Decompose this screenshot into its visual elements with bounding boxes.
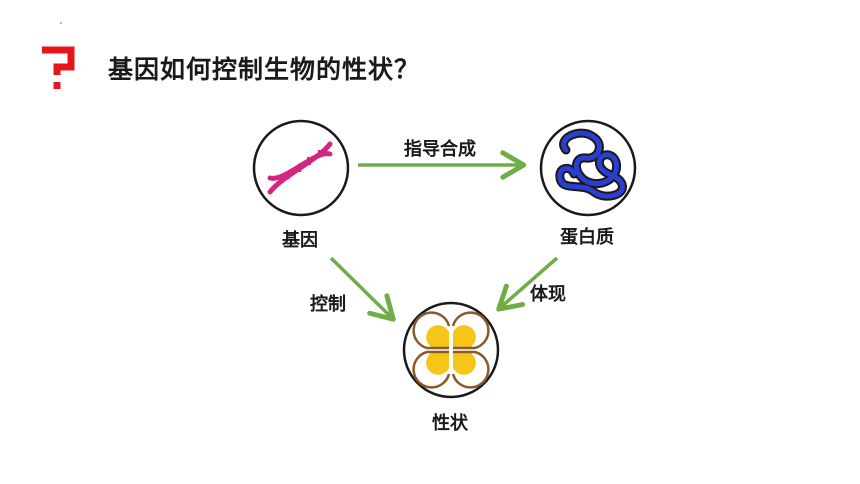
decorative-dot: [60, 22, 62, 24]
gene-label: 基因: [282, 230, 318, 251]
trait-node: [402, 301, 500, 399]
gene-node: [252, 119, 350, 217]
four-leaf-clover-icon: [412, 311, 490, 389]
page-title: 基因如何控制生物的性状？: [108, 55, 421, 84]
protein-label: 蛋白质: [560, 227, 614, 248]
protein-structure-icon: [555, 128, 627, 201]
arrow-protein-to-trait: [496, 256, 559, 312]
trait-label: 性状: [432, 413, 468, 434]
dna-icon: [267, 141, 333, 195]
edge-label-gene-to-protein: 指导合成: [404, 139, 476, 160]
question-mark-icon: [42, 46, 75, 89]
arrow-gene-to-trait: [329, 256, 396, 322]
edge-label-gene-to-trait: 控制: [310, 294, 346, 315]
edge-label-protein-to-trait: 体现: [530, 284, 566, 305]
protein-node: [539, 119, 637, 217]
